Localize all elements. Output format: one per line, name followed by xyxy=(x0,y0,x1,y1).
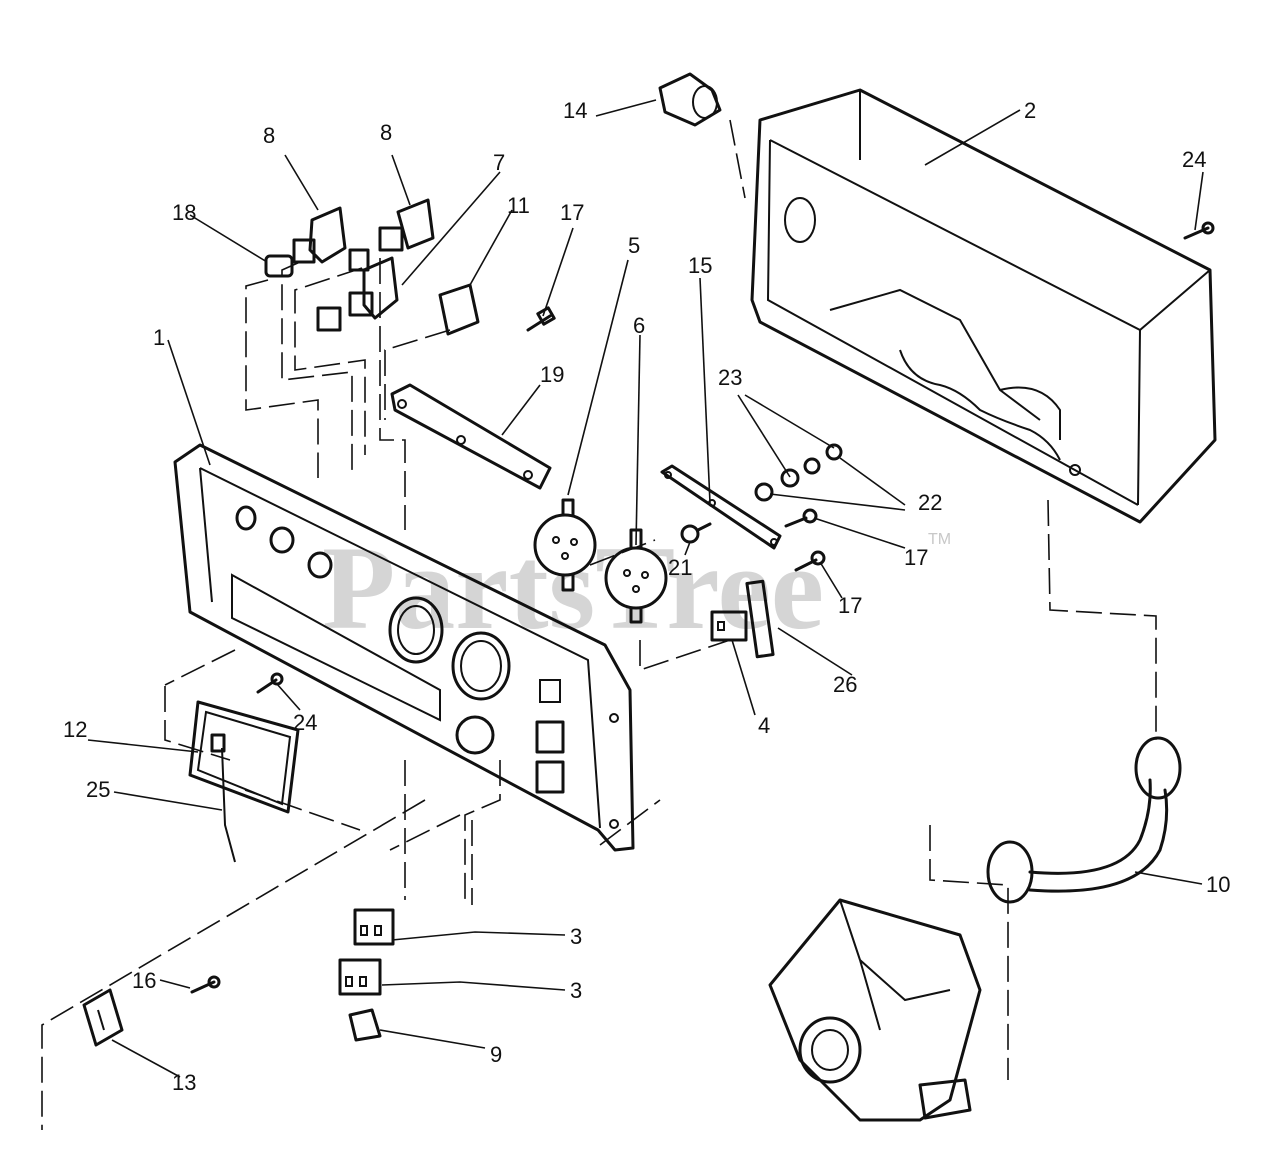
assembly-lines xyxy=(41,119,1157,1130)
callout-9: 9 xyxy=(490,1042,502,1067)
callout-22: 22 xyxy=(918,490,942,515)
leader-lines xyxy=(87,99,1204,1078)
callout-3-upper: 3 xyxy=(570,924,582,949)
end-bell xyxy=(768,898,982,1122)
callout-8-right: 8 xyxy=(380,120,392,145)
callout-21: 21 xyxy=(668,555,692,580)
switch-13 xyxy=(82,988,124,1047)
callout-15: 15 xyxy=(688,253,712,278)
callout-17-mid: 17 xyxy=(904,545,928,570)
callout-12: 12 xyxy=(63,717,87,742)
housing-box xyxy=(750,88,1217,524)
plate-26 xyxy=(745,579,775,659)
screw-17-mid xyxy=(784,508,818,528)
block-11 xyxy=(438,283,480,336)
callout-5: 5 xyxy=(628,233,640,258)
callout-11: 11 xyxy=(507,193,530,218)
screw-17-low xyxy=(794,550,826,572)
callout-13: 13 xyxy=(172,1070,196,1095)
callout-4: 4 xyxy=(758,713,770,738)
screw-24-panel xyxy=(256,672,284,694)
callout-3-lower: 3 xyxy=(570,978,582,1003)
plate-12 xyxy=(188,700,300,863)
callout-14: 14 xyxy=(563,98,587,123)
strip-15 xyxy=(660,464,782,550)
callout-8-left: 8 xyxy=(263,123,275,148)
washers-22-23 xyxy=(754,443,843,502)
screw-24-top xyxy=(1183,221,1215,240)
screw-16 xyxy=(190,975,221,994)
callout-25: 25 xyxy=(86,777,110,802)
outlet-upper xyxy=(353,908,395,946)
circuit-breaker-8-left xyxy=(292,206,347,264)
callout-10: 10 xyxy=(1206,872,1230,897)
callout-17-top: 17 xyxy=(560,200,584,225)
callout-17-low: 17 xyxy=(838,593,862,618)
callout-labels: 1 2 3 3 4 5 6 7 8 8 9 10 11 12 13 14 15 … xyxy=(63,98,1230,1095)
clip-9 xyxy=(348,1008,382,1042)
callout-2: 2 xyxy=(1024,98,1036,123)
screw-17-top xyxy=(526,306,556,332)
cable-10 xyxy=(986,736,1182,904)
callout-18: 18 xyxy=(172,200,196,225)
watermark-trademark: TM xyxy=(928,531,951,548)
bracket-19 xyxy=(390,383,552,490)
control-panel xyxy=(173,443,635,852)
callout-7: 7 xyxy=(493,150,505,175)
callout-6: 6 xyxy=(633,313,645,338)
outlet-lower xyxy=(338,958,382,996)
callout-26: 26 xyxy=(833,672,857,697)
callout-19: 19 xyxy=(540,362,564,387)
callout-16: 16 xyxy=(132,968,156,993)
twist-lock-receptacle-5 xyxy=(533,498,597,592)
grommet-14 xyxy=(658,72,722,127)
callout-1: 1 xyxy=(153,325,165,350)
callout-24-top: 24 xyxy=(1182,147,1206,172)
circuit-breaker-7 xyxy=(316,256,399,332)
callout-23: 23 xyxy=(718,365,742,390)
circuit-breaker-8-right xyxy=(378,198,435,252)
callout-24-panel: 24 xyxy=(293,710,317,735)
